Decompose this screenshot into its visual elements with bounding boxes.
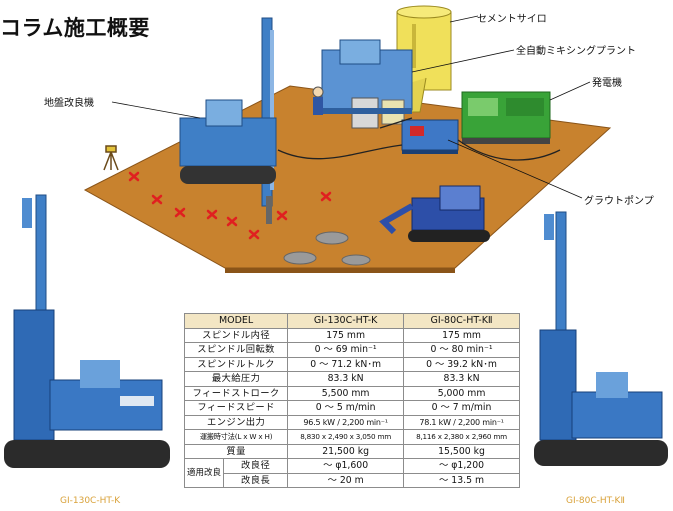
callout-generator: 発電機 bbox=[592, 78, 622, 89]
mixing-plant bbox=[321, 39, 413, 129]
generator bbox=[461, 91, 551, 144]
row-label: 運搬時寸法(L x W x H) bbox=[183, 429, 289, 445]
row-label: 改良径 bbox=[223, 458, 289, 474]
row-value-col1: 0 ～ 71.2 kN･m bbox=[287, 356, 405, 372]
finished-columns bbox=[283, 231, 371, 266]
hoses bbox=[277, 117, 561, 161]
worker bbox=[312, 86, 324, 115]
table-row: フィードスピード 0 ～ 5 m/min 0 ～ 7 m/min bbox=[183, 400, 520, 416]
header-model: MODEL bbox=[183, 313, 289, 329]
row-label: フィードスピード bbox=[183, 400, 289, 416]
row-label: スピンドル回転数 bbox=[183, 342, 289, 358]
row-value-col2: 15,500 kg bbox=[403, 443, 520, 459]
row-label: スピンドルトルク bbox=[183, 356, 289, 372]
callout-lines bbox=[111, 15, 591, 199]
column-marks bbox=[128, 171, 332, 240]
row-value-col2: ～ φ1,200 bbox=[403, 458, 520, 474]
row-value-col1: 0 ～ 5 m/min bbox=[287, 400, 405, 416]
table-row: スピンドル回転数 0 ～ 69 min⁻¹ 0 ～ 80 min⁻¹ bbox=[183, 342, 520, 358]
callout-grout-pump: グラウトポンプ bbox=[584, 196, 654, 207]
row-value-col2: 0 ～ 7 m/min bbox=[403, 400, 520, 416]
row-value-col1: 96.5 kW / 2,200 min⁻¹ bbox=[287, 414, 405, 430]
row-value-col2: 78.1 kW / 2,200 min⁻¹ bbox=[403, 414, 520, 430]
row-label: フィードストローク bbox=[183, 385, 289, 401]
row-label: 最大給圧力 bbox=[183, 371, 289, 387]
row-label: 質量 bbox=[183, 443, 289, 459]
table-row: 改良長 ～ 20 m ～ 13.5 m bbox=[185, 472, 520, 488]
group-label: 適用改良 bbox=[183, 458, 225, 488]
row-value-col1: 5,500 mm bbox=[287, 385, 405, 401]
table-row: エンジン出力 96.5 kW / 2,200 min⁻¹ 78.1 kW / 2… bbox=[183, 414, 520, 430]
row-value-col2: 8,116 x 2,380 x 2,960 mm bbox=[403, 429, 520, 445]
row-value-col2: 0 ～ 39.2 kN･m bbox=[403, 356, 520, 372]
survey-tripod bbox=[103, 145, 119, 171]
table-row: 質量 21,500 kg 15,500 kg bbox=[183, 443, 520, 459]
header-col1: GI-130C-HT-K bbox=[287, 313, 405, 329]
callout-cement-silo: セメントサイロ bbox=[477, 14, 547, 25]
row-value-col1: ～ 20 m bbox=[287, 472, 405, 488]
row-value-col2: 175 mm bbox=[403, 327, 520, 343]
table-row: 最大給圧力 83.3 kN 83.3 kN bbox=[183, 371, 520, 387]
row-value-col1: 0 ～ 69 min⁻¹ bbox=[287, 342, 405, 358]
table-row: スピンドルトルク 0 ～ 71.2 kN･m 0 ～ 39.2 kN･m bbox=[183, 356, 520, 372]
row-value-col1: 8,830 x 2,490 x 3,050 mm bbox=[287, 429, 405, 445]
row-label: スピンドル内径 bbox=[183, 327, 289, 343]
table-row: 運搬時寸法(L x W x H) 8,830 x 2,490 x 3,050 m… bbox=[183, 429, 520, 445]
row-value-col2: 83.3 kN bbox=[403, 371, 520, 387]
ground-improvement-machine bbox=[179, 17, 277, 224]
table-row: スピンドル内径 175 mm 175 mm bbox=[183, 327, 520, 343]
row-value-col1: ～ φ1,600 bbox=[287, 458, 405, 474]
left-drill-machine bbox=[4, 194, 170, 468]
grout-pump bbox=[401, 119, 459, 154]
caption-right-machine: GI-80C-HT-KⅡ bbox=[566, 496, 625, 506]
row-value-col1: 175 mm bbox=[287, 327, 405, 343]
spec-header-row: MODEL GI-130C-HT-K GI-80C-HT-KⅡ bbox=[183, 313, 520, 329]
row-value-col1: 21,500 kg bbox=[287, 443, 405, 459]
callout-mixing-plant: 全自動ミキシングプラント bbox=[516, 46, 636, 57]
table-row: フィードストローク 5,500 mm 5,000 mm bbox=[183, 385, 520, 401]
row-value-col1: 83.3 kN bbox=[287, 371, 405, 387]
excavator bbox=[379, 185, 490, 242]
header-col2: GI-80C-HT-KⅡ bbox=[403, 313, 520, 329]
caption-left-machine: GI-130C-HT-K bbox=[60, 496, 121, 506]
row-label: 改良長 bbox=[223, 472, 289, 488]
spec-table: MODEL GI-130C-HT-K GI-80C-HT-KⅡ スピンドル内径 … bbox=[183, 313, 520, 488]
callout-ground-improver: 地盤改良機 bbox=[44, 98, 94, 109]
row-value-col2: 5,000 mm bbox=[403, 385, 520, 401]
table-row: 適用改良 改良径 ～ φ1,600 ～ φ1,200 bbox=[183, 458, 520, 488]
right-drill-machine bbox=[534, 211, 668, 466]
page-title: コラム施工概要 bbox=[0, 16, 150, 40]
row-value-col2: ～ 13.5 m bbox=[403, 472, 520, 488]
row-label: エンジン出力 bbox=[183, 414, 289, 430]
row-value-col2: 0 ～ 80 min⁻¹ bbox=[403, 342, 520, 358]
